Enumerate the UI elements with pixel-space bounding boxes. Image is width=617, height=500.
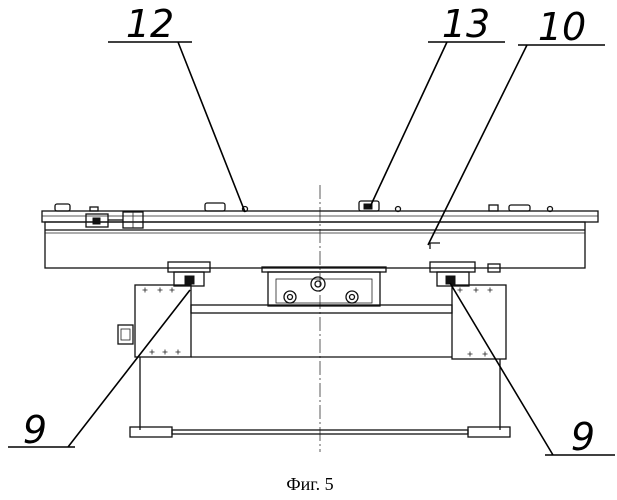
center-block bbox=[262, 267, 386, 306]
side-box-inner bbox=[121, 329, 130, 340]
leader-12 bbox=[108, 42, 245, 212]
bearing-top bbox=[430, 262, 475, 272]
leader-13 bbox=[370, 42, 505, 207]
fitting bbox=[90, 207, 98, 211]
left-support bbox=[135, 285, 191, 357]
right-support bbox=[452, 285, 506, 359]
left-foot bbox=[130, 427, 172, 437]
right-bearing-block bbox=[430, 262, 500, 286]
clamp-assembly bbox=[86, 212, 143, 228]
callout-9-right: 9 bbox=[571, 415, 595, 459]
callout-13: 13 bbox=[442, 2, 490, 46]
left-bearing-block bbox=[168, 262, 210, 286]
callout-10: 10 bbox=[538, 5, 586, 49]
callout-9-left: 9 bbox=[23, 408, 47, 452]
main-beam bbox=[45, 222, 585, 268]
bolt-left bbox=[284, 291, 296, 303]
fitting bbox=[55, 204, 70, 211]
plus-marks bbox=[143, 288, 493, 357]
clamp-insert bbox=[93, 218, 100, 224]
figure-caption: Фиг. 5 bbox=[286, 474, 333, 494]
leader-lines bbox=[8, 42, 615, 455]
bolt-right bbox=[346, 291, 358, 303]
bolt-right-core bbox=[350, 295, 355, 300]
top-fittings bbox=[55, 201, 553, 212]
fitting bbox=[489, 205, 498, 211]
fitting bbox=[205, 203, 225, 211]
fitting bbox=[509, 205, 530, 211]
beam-mark bbox=[430, 243, 440, 249]
bearing-top bbox=[168, 262, 210, 272]
bearing-core bbox=[185, 276, 194, 284]
leader-10 bbox=[428, 45, 605, 245]
callout-12: 12 bbox=[126, 2, 174, 46]
bolt-left-core bbox=[288, 295, 293, 300]
right-foot bbox=[468, 427, 510, 437]
side-box bbox=[118, 325, 133, 344]
